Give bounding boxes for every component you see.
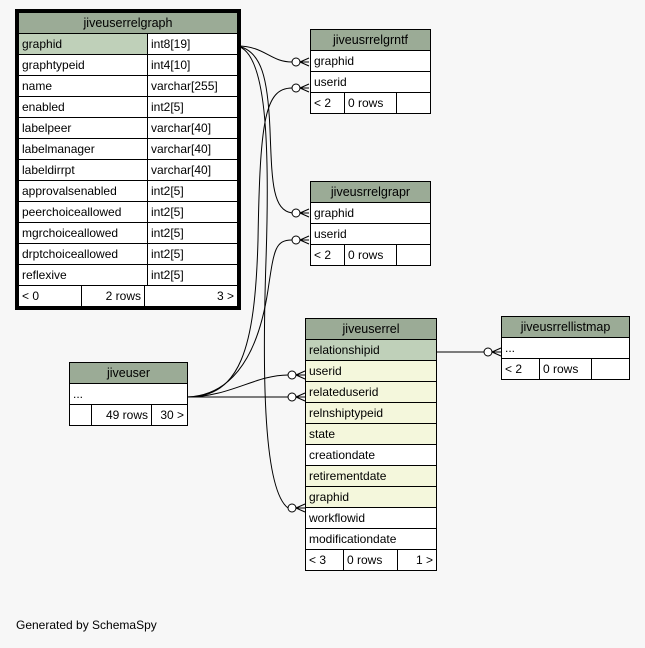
- column-name[interactable]: relationshipid: [304, 339, 438, 361]
- parents-count[interactable]: < 2: [310, 92, 345, 114]
- row-count: 0 rows: [344, 244, 397, 266]
- column-name[interactable]: labelmanager: [18, 138, 148, 160]
- column-name[interactable]: graphid: [310, 202, 431, 224]
- column-name[interactable]: retirementdate: [304, 465, 438, 487]
- column-type: int2[5]: [147, 264, 238, 286]
- table-title[interactable]: jiveuserrel: [304, 318, 438, 340]
- column-name[interactable]: graphid: [310, 50, 431, 72]
- column-type: int2[5]: [147, 222, 238, 244]
- column-name[interactable]: ...: [501, 337, 630, 359]
- column-name[interactable]: labelpeer: [18, 117, 148, 139]
- children-count[interactable]: 3 >: [216, 289, 234, 303]
- column-type: varchar[40]: [147, 117, 238, 139]
- column-name[interactable]: relnshiptypeid: [304, 402, 438, 424]
- edge-graph-userrel-graphid: [236, 45, 289, 509]
- column-name[interactable]: enabled: [18, 96, 148, 118]
- children-count[interactable]: [396, 244, 431, 266]
- row-count: 49 rows: [91, 404, 152, 426]
- column-name[interactable]: labeldirrpt: [18, 159, 148, 181]
- column-name[interactable]: graphid: [304, 486, 438, 508]
- column-name[interactable]: userid: [304, 360, 438, 382]
- column-name[interactable]: peerchoiceallowed: [18, 201, 148, 223]
- table-title[interactable]: jiveusrrellistmap: [501, 316, 630, 338]
- table-jiveusrrelgrapr[interactable]: jiveusrrelgrapr graphid userid < 2 0 row…: [310, 181, 431, 266]
- row-count: 0 rows: [343, 549, 398, 571]
- children-count[interactable]: [396, 92, 431, 114]
- column-name[interactable]: graphtypeid: [18, 54, 148, 76]
- column-name[interactable]: mgrchoiceallowed: [18, 222, 148, 244]
- column-name[interactable]: userid: [310, 223, 431, 245]
- table-title[interactable]: jiveuser: [68, 362, 189, 384]
- column-name[interactable]: ...: [68, 383, 189, 405]
- column-type: int2[5]: [147, 180, 238, 202]
- edge-graph-grapr-graphid: [236, 45, 293, 214]
- column-type: int8[19]: [147, 33, 238, 55]
- column-name[interactable]: state: [304, 423, 438, 445]
- edge-user-grapr-userid: [186, 239, 293, 398]
- children-count[interactable]: 1 >: [396, 549, 438, 571]
- table-title[interactable]: jiveusrrelgrapr: [310, 181, 431, 203]
- column-name[interactable]: name: [18, 75, 148, 97]
- column-name[interactable]: userid: [310, 71, 431, 93]
- row-count: 0 rows: [344, 92, 397, 114]
- children-count[interactable]: 30 >: [150, 404, 189, 426]
- column-name[interactable]: workflowid: [304, 507, 438, 529]
- row-count: 2 rows: [82, 286, 145, 306]
- edge-user-userrel-userid: [186, 374, 289, 398]
- column-type: varchar[40]: [147, 138, 238, 160]
- parents-count[interactable]: < 2: [501, 358, 540, 380]
- column-type: int2[5]: [147, 243, 238, 265]
- children-count[interactable]: [591, 358, 630, 380]
- table-jiveusrrelgrntf[interactable]: jiveusrrelgrntf graphid userid < 2 0 row…: [310, 29, 431, 114]
- column-type: int2[5]: [147, 201, 238, 223]
- column-name[interactable]: relateduserid: [304, 381, 438, 403]
- parents-count[interactable]: [69, 404, 92, 426]
- column-name[interactable]: reflexive: [18, 264, 148, 286]
- table-title[interactable]: jiveusrrelgrntf: [310, 29, 431, 51]
- column-name[interactable]: creationdate: [304, 444, 438, 466]
- table-jiveuser[interactable]: jiveuser ... 49 rows 30 >: [68, 362, 189, 426]
- column-type: int2[5]: [147, 96, 238, 118]
- column-name[interactable]: graphid: [18, 33, 148, 55]
- row-count: 0 rows: [539, 358, 592, 380]
- generated-by-label: Generated by SchemaSpy: [16, 618, 157, 632]
- parents-count[interactable]: < 3: [305, 549, 344, 571]
- table-title[interactable]: jiveuserrelgraph: [18, 12, 238, 34]
- column-name[interactable]: drptchoiceallowed: [18, 243, 148, 265]
- column-name[interactable]: modificationdate: [304, 528, 438, 550]
- parents-count[interactable]: < 2: [310, 244, 345, 266]
- table-jiveusrrellistmap[interactable]: jiveusrrellistmap ... < 2 0 rows: [501, 316, 630, 380]
- column-type: int4[10]: [147, 54, 238, 76]
- column-type: varchar[255]: [147, 75, 238, 97]
- parents-count[interactable]: < 0: [20, 286, 82, 306]
- table-jiveuserrel[interactable]: jiveuserrel relationshipid userid relate…: [304, 318, 438, 571]
- column-name[interactable]: approvalsenabled: [18, 180, 148, 202]
- edge-graph-grntf-graphid: [236, 45, 293, 63]
- column-type: varchar[40]: [147, 159, 238, 181]
